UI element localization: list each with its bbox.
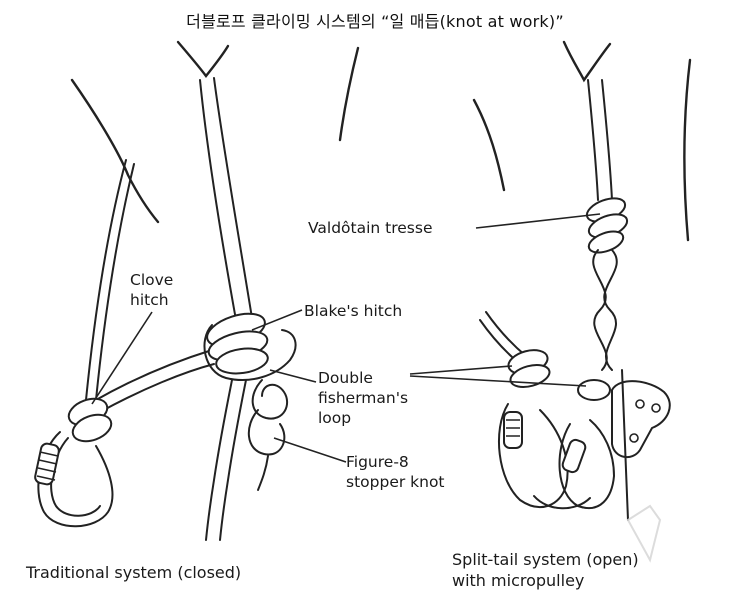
- tree-limb-left-2: [176, 40, 230, 78]
- leader-fisherman: [269, 369, 317, 383]
- rope-to-clove-b: [95, 163, 135, 401]
- rope-right-b: [601, 79, 613, 201]
- rope-tail-b: [219, 379, 247, 541]
- page-title: 더블로프 클라이밍 시스템의 “일 매듭(knot at work)”: [186, 12, 564, 31]
- clove-wrap-2: [71, 413, 113, 443]
- gate-ridges: [36, 451, 59, 481]
- rope-to-clove-a: [85, 159, 127, 401]
- vt-braid-a: [592, 249, 608, 371]
- tree-limb-right-2: [562, 40, 612, 83]
- leader-dfl-b: [409, 375, 587, 387]
- label-blakes-hitch: Blake's hitch: [304, 302, 403, 320]
- rope-bridge-a: [95, 349, 213, 401]
- carabiner-right-gate: [503, 411, 523, 449]
- gate-right-ridges: [506, 419, 520, 437]
- frn-watermark: [626, 504, 662, 563]
- micropulley: [611, 380, 671, 459]
- tree-limb-right: [472, 98, 506, 192]
- pulley-hole-1: [635, 399, 645, 409]
- fig8-tail: [257, 455, 269, 491]
- rope-tail-a: [205, 379, 233, 541]
- leader-fig8: [273, 437, 347, 463]
- carabiner-right-b-gate: [561, 438, 587, 474]
- leader-dfl-a: [409, 365, 513, 375]
- caption-split-tail: Split-tail system (open) with micropulle…: [452, 550, 639, 590]
- pulley-hole-2: [651, 403, 661, 413]
- rope-bridge-b: [99, 363, 215, 413]
- tree-trunk-right: [683, 58, 692, 242]
- carabiner-gate: [34, 442, 60, 486]
- pulley-hole-3: [629, 433, 639, 443]
- leader-clove: [91, 311, 153, 405]
- rope-main-a: [199, 79, 237, 321]
- tree-limb-left: [70, 78, 160, 224]
- leader-valdotain: [475, 213, 601, 229]
- fig8-loop-lower: [248, 409, 286, 456]
- label-clove-hitch: Clove hitch: [130, 271, 174, 309]
- caption-traditional: Traditional system (closed): [26, 563, 242, 582]
- harness-bridge: [533, 495, 591, 510]
- label-valdotain-tresse: Valdôtain tresse: [308, 219, 433, 237]
- blake-coil-3: [215, 347, 269, 375]
- label-figure8-stopper: Figure-8 stopper knot: [346, 453, 445, 491]
- vt-wrap-3: [587, 230, 625, 254]
- rope-right-down-a: [621, 369, 629, 521]
- rope-right-a: [587, 79, 599, 201]
- vt-braid-b: [603, 249, 618, 371]
- carabiner-right-a: [497, 403, 569, 509]
- blake-outer-loop: [203, 324, 297, 381]
- fig8-loop-upper: [251, 379, 289, 420]
- dfl-wrap-right: [577, 379, 611, 401]
- split-tail-left: [485, 311, 527, 357]
- tree-limb-right-3: [338, 46, 360, 142]
- leader-blake: [251, 309, 303, 331]
- rope-main-b: [213, 77, 253, 319]
- label-double-fishermans-loop: Double fisherman's loop: [318, 369, 409, 427]
- carabiner-right-b: [558, 419, 615, 509]
